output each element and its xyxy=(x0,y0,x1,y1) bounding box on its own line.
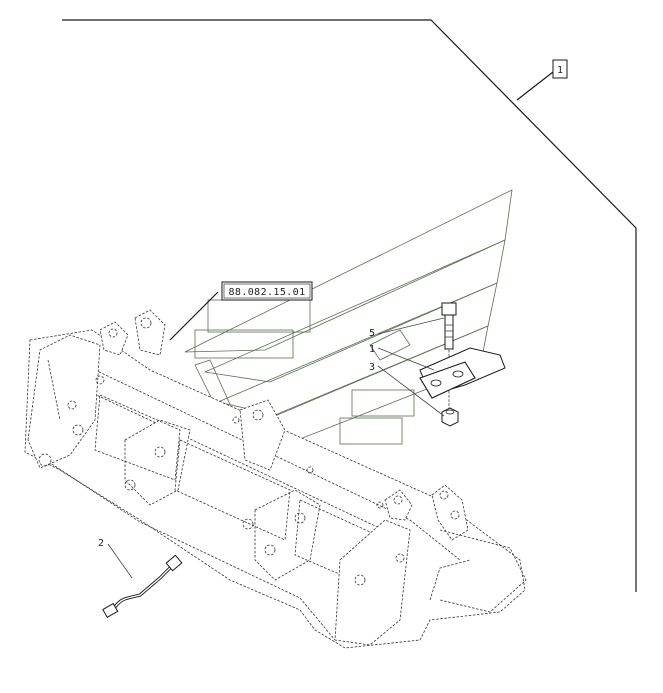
reference-flag-pages xyxy=(184,189,513,448)
assembly-bracket-line xyxy=(62,19,637,592)
callout-1-leader xyxy=(377,347,435,371)
group-label-box: 1 xyxy=(552,59,568,79)
callout-1-label: 1 xyxy=(369,344,375,355)
reference-leader xyxy=(169,291,219,341)
group-label-text: 1 xyxy=(557,65,563,76)
callout-2-leader xyxy=(107,543,133,579)
callout-3-label: 3 xyxy=(369,362,375,373)
bolt-part xyxy=(441,302,457,350)
callout-5-leader xyxy=(377,317,445,335)
nut-part xyxy=(441,407,459,427)
callout-3-leader xyxy=(377,365,445,417)
callout-2-label: 2 xyxy=(98,538,104,549)
reference-code-box: 88.082.15.01 xyxy=(221,281,313,301)
group-label-leader xyxy=(516,71,554,101)
loader-bucket-assembly xyxy=(24,309,527,649)
callout-5-label: 5 xyxy=(369,328,375,339)
plate-part xyxy=(419,361,476,399)
reference-code-text: 88.082.15.01 xyxy=(228,287,305,298)
hydraulic-tube xyxy=(102,554,183,619)
